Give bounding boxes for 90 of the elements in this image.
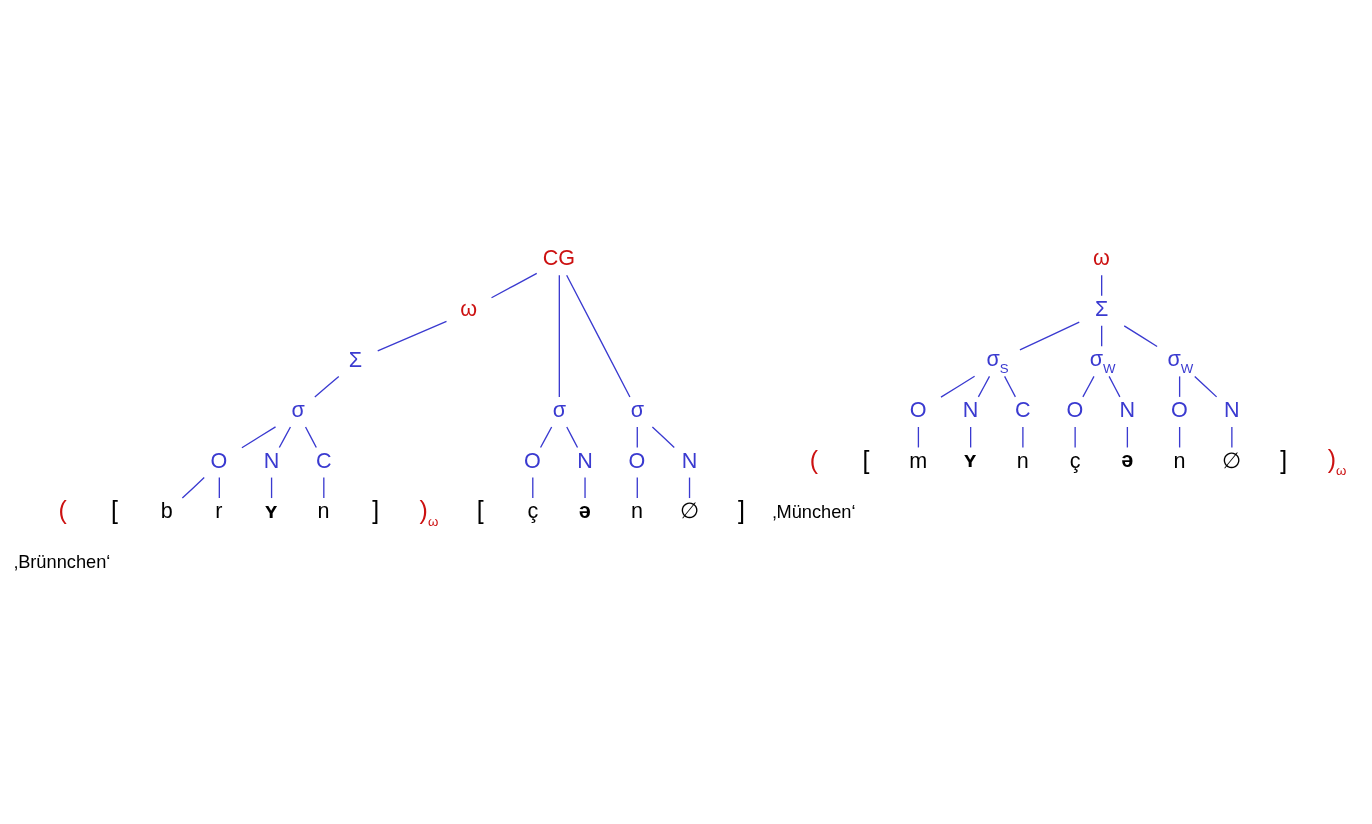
connector bbox=[1101, 325, 1103, 347]
label: ] bbox=[372, 496, 380, 525]
node-text: ə bbox=[1121, 446, 1134, 472]
node-text: σ$_{S}$ bbox=[986, 345, 1009, 377]
label: [ bbox=[862, 445, 870, 474]
node-text: Σ bbox=[348, 346, 363, 372]
connector bbox=[636, 426, 638, 449]
connector bbox=[1108, 375, 1121, 398]
node-text: n bbox=[1173, 447, 1186, 473]
node-text: ç bbox=[527, 498, 539, 524]
node-text: r bbox=[215, 498, 223, 524]
label: )$_{ω}$ bbox=[1327, 444, 1347, 479]
node-text: N bbox=[962, 397, 979, 423]
node-text: O bbox=[524, 447, 541, 473]
connector bbox=[636, 476, 638, 499]
node-text: ∅ bbox=[1222, 447, 1242, 473]
connector bbox=[1231, 426, 1233, 449]
node-text: ʏ bbox=[264, 497, 278, 523]
connector bbox=[278, 426, 292, 449]
node-text: σ bbox=[630, 397, 644, 423]
label: ] bbox=[738, 496, 745, 525]
node-text: b bbox=[160, 498, 173, 524]
node-text: ʏ bbox=[964, 446, 977, 472]
connector bbox=[917, 426, 920, 449]
node-text: C bbox=[315, 447, 332, 473]
node-text: σ bbox=[291, 397, 305, 423]
connector bbox=[1178, 375, 1181, 398]
node-text: N bbox=[577, 447, 593, 473]
connector bbox=[241, 426, 277, 449]
connector bbox=[377, 320, 448, 352]
connector bbox=[304, 426, 317, 449]
connector bbox=[584, 476, 586, 499]
node-text: N bbox=[1223, 397, 1240, 423]
connector bbox=[532, 476, 534, 499]
connector bbox=[1194, 375, 1218, 398]
connector bbox=[1022, 426, 1024, 449]
connector bbox=[181, 476, 205, 499]
node-text: σ$_{W}$ bbox=[1089, 345, 1116, 377]
label: )$_{ω}$ bbox=[419, 495, 439, 530]
label: [ bbox=[111, 496, 119, 525]
label: ( bbox=[58, 496, 67, 525]
node-text: ∅ bbox=[679, 498, 699, 524]
node-text: ω bbox=[1092, 245, 1110, 271]
node-text: σ$_{W}$ bbox=[1167, 345, 1194, 377]
connector bbox=[651, 426, 675, 449]
connector bbox=[558, 274, 560, 398]
node-text: O bbox=[1170, 397, 1188, 423]
node-text: O bbox=[1066, 397, 1084, 423]
node-text: O bbox=[628, 447, 646, 473]
label: ( bbox=[809, 445, 819, 474]
connector bbox=[314, 375, 340, 398]
connector bbox=[977, 375, 991, 398]
label: ] bbox=[1280, 445, 1288, 474]
connector bbox=[539, 426, 553, 449]
node-text: Σ bbox=[1095, 296, 1109, 322]
connector bbox=[270, 476, 273, 499]
node-text: n bbox=[631, 498, 644, 524]
node-text: m bbox=[909, 447, 928, 473]
node-text: ə bbox=[578, 497, 591, 523]
connector bbox=[1178, 426, 1181, 449]
connector bbox=[1126, 426, 1129, 449]
connector bbox=[1082, 375, 1095, 398]
connector bbox=[688, 476, 691, 499]
label: [ bbox=[476, 496, 484, 525]
connector bbox=[970, 426, 972, 449]
connector bbox=[1019, 321, 1080, 351]
node-text: N bbox=[1119, 397, 1136, 423]
node-text: CG bbox=[542, 245, 576, 271]
node-text: ç bbox=[1069, 447, 1081, 473]
node-text: n bbox=[317, 498, 330, 524]
label: ‚München‘ bbox=[772, 500, 856, 522]
connector bbox=[1123, 325, 1158, 348]
node-text: n bbox=[1016, 447, 1029, 473]
connector bbox=[1101, 274, 1103, 297]
connector bbox=[323, 476, 325, 499]
label: ‚Brünnchen‘ bbox=[14, 551, 111, 573]
connector bbox=[218, 476, 220, 499]
connector bbox=[490, 272, 538, 299]
node-text: N bbox=[263, 447, 280, 473]
connector bbox=[1074, 426, 1076, 449]
node-text: O bbox=[210, 447, 228, 473]
node-text: O bbox=[909, 397, 927, 423]
connector bbox=[566, 274, 631, 398]
node-text: N bbox=[681, 447, 698, 473]
connector bbox=[940, 375, 976, 398]
node-text: C bbox=[1015, 397, 1031, 423]
connector bbox=[1003, 375, 1017, 398]
node-text: ω bbox=[460, 296, 478, 322]
node-text: σ bbox=[552, 397, 567, 423]
connector bbox=[566, 426, 579, 449]
